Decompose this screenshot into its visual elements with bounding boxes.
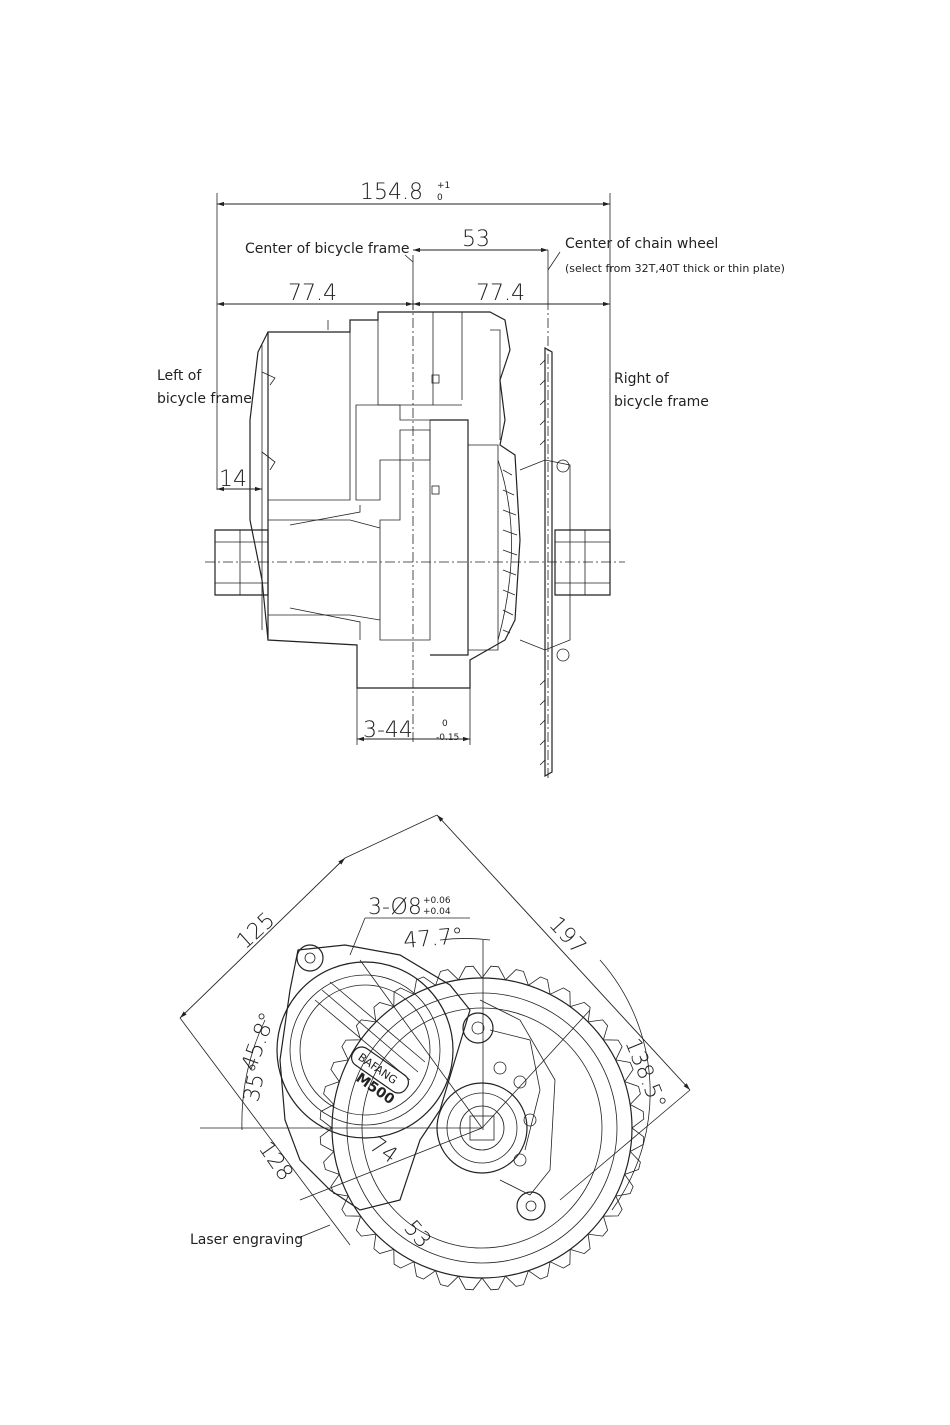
label-right-frame-1: Right of [614,371,670,387]
hole-tol-lower: +0.04 [423,907,451,917]
label-center-frame: Center of bicycle frame [245,241,409,257]
label-left-frame-1: Left of [157,368,202,384]
dim-overall-tol-upper: +1 [437,181,450,191]
spindle-top [205,530,625,595]
dim-mount: 3-44 [363,718,413,743]
side-view: 125 197 3-Ø8 +0.06 +0.04 47.7° 45.8° 35°… [180,815,690,1290]
dim-mount-tol-upper: 0 [442,719,448,729]
dim-line-197 [437,815,690,1090]
label-center-chainwheel: Center of chain wheel [565,236,718,252]
dim-half-right: 77.4 [476,281,525,306]
label-laser-engraving: Laser engraving [190,1232,303,1248]
label-right-frame-2: bicycle frame [614,394,709,410]
dim-128: 128 [253,1137,298,1186]
motor-housing-side: BAFANG M500 [277,945,545,1220]
dim-frame-to-chainwheel: 53 [462,227,490,252]
motor-body-top [250,312,520,688]
label-left-frame-2: bicycle frame [157,391,252,407]
dim-half-left: 77.4 [288,281,337,306]
dim-mount-tol-lower: -0.15 [436,733,459,743]
dim-125: 125 [232,908,280,955]
hole-tol-upper: +0.06 [423,896,451,906]
hole-spec: 3-Ø8 [368,895,422,920]
spindle-hub-side [437,1000,555,1195]
dim-197: 197 [544,912,591,960]
label-chainwheel-note: (select from 32T,40T thick or thin plate… [565,262,785,275]
dim-overall-width: 154.8 [360,180,423,205]
top-view: 154.8 +1 0 53 77.4 77.4 Center of bicycl… [157,180,785,780]
dim-53: 53 [398,1216,435,1254]
dim-overall-tol-lower: 0 [437,193,443,203]
chainring-edge-top [413,300,570,780]
dim-offset-14: 14 [219,467,247,492]
